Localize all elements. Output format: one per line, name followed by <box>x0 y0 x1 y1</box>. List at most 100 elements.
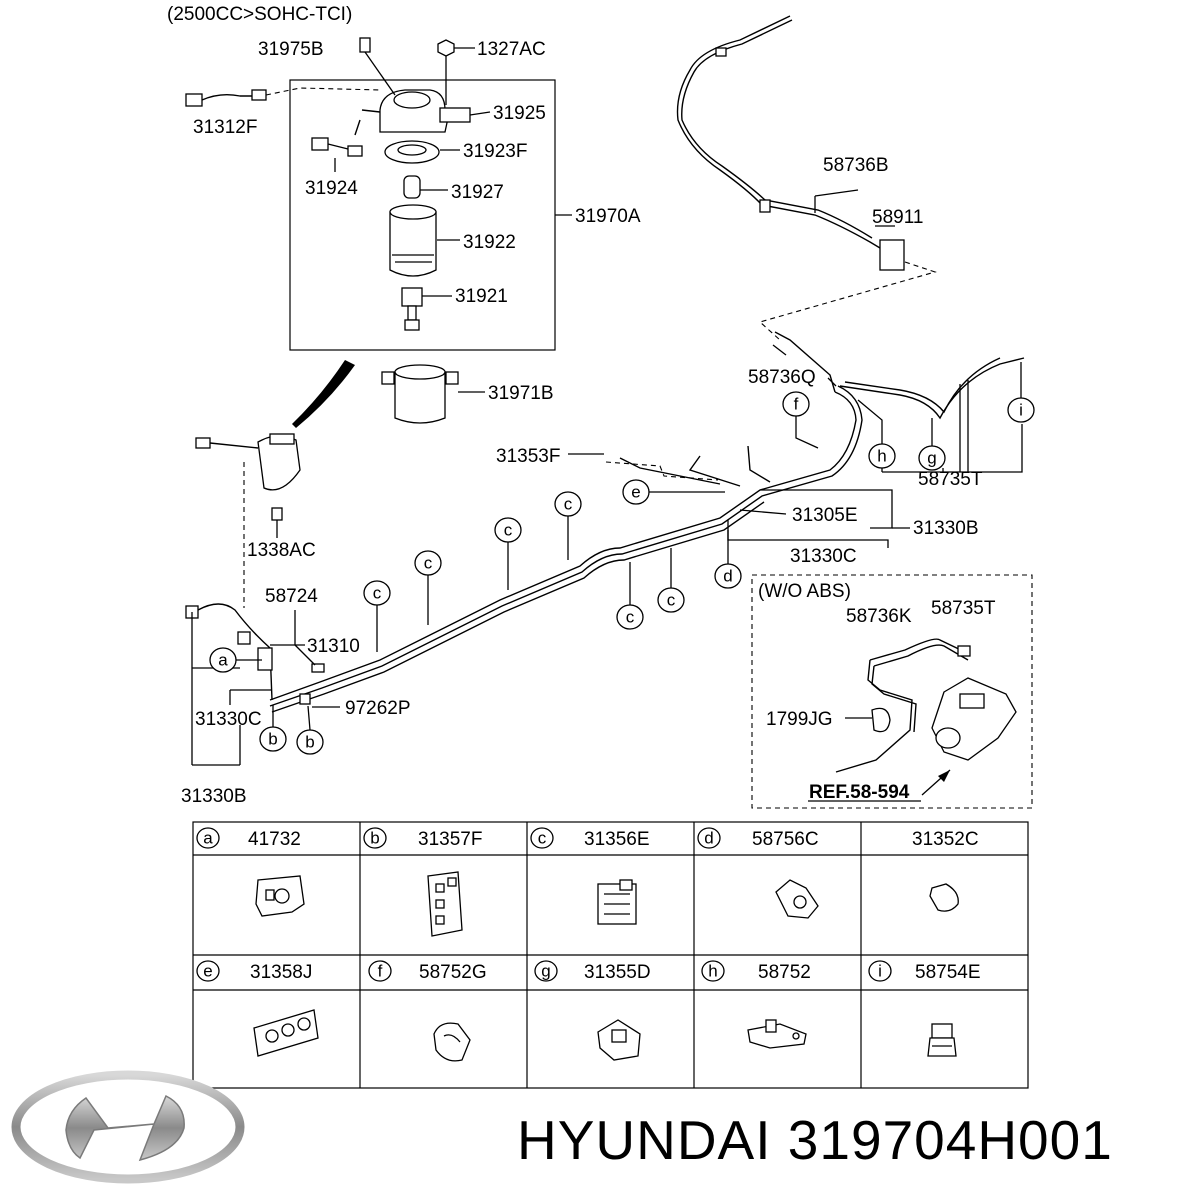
svg-text:c: c <box>667 591 676 610</box>
callout-31975B: 31975B <box>258 39 324 60</box>
sensor-lead-part <box>185 89 267 107</box>
callout-31923F: 31923F <box>463 141 527 162</box>
callout-31353F: 31353F <box>496 446 560 467</box>
callout-31305E: 31305E <box>792 505 858 526</box>
callout-31330B-left: 31330B <box>181 786 247 807</box>
abs-block-part <box>931 677 1017 761</box>
clip-icon-i <box>927 1023 957 1057</box>
hyundai-logo-icon <box>11 1070 245 1184</box>
upper-brake-pipe <box>676 15 905 271</box>
callout-1338AC: 1338AC <box>247 540 316 561</box>
table-cell-b: b 31357F <box>363 827 482 850</box>
seal-ring-part <box>384 140 440 164</box>
callout-58735T-right: 58735T <box>918 469 983 490</box>
svg-text:a: a <box>203 829 213 848</box>
svg-text:c: c <box>538 829 547 848</box>
svg-text:31352C: 31352C <box>912 829 979 850</box>
callout-58724: 58724 <box>265 586 318 607</box>
svg-text:b: b <box>305 733 314 752</box>
svg-text:31357F: 31357F <box>418 829 482 850</box>
clip-icon-f <box>433 1022 471 1062</box>
clip-icon-g <box>597 1019 641 1061</box>
svg-text:e: e <box>203 962 212 981</box>
svg-text:58754E: 58754E <box>915 962 981 983</box>
svg-text:a: a <box>218 651 228 670</box>
svg-text:31356E: 31356E <box>584 829 650 850</box>
callout-1799JG: 1799JG <box>766 709 833 730</box>
callout-31330C-right: 31330C <box>790 546 857 567</box>
table-cell-e: e 31358J <box>196 960 312 983</box>
svg-text:c: c <box>424 554 433 573</box>
clip-icon-h <box>747 1019 807 1049</box>
callout-31312F: 31312F <box>193 117 257 138</box>
svg-text:h: h <box>877 447 886 466</box>
pointer-arrow <box>292 360 355 428</box>
svg-text:f: f <box>794 395 799 414</box>
inset-title: (W/O ABS) <box>758 581 851 602</box>
table-cell-h: h 58752 <box>701 960 811 983</box>
clip-icon-a <box>255 875 305 917</box>
svg-text:b: b <box>268 730 277 749</box>
left-pipe-assembly <box>185 603 325 705</box>
svg-text:i: i <box>1019 401 1023 420</box>
brand-part-number: HYUNDAI 319704H001 <box>517 1109 1113 1171</box>
callout-1327AC: 1327AC <box>477 39 546 60</box>
table-cell-f: f 58752G <box>368 960 487 983</box>
clip-icon-c <box>597 879 637 925</box>
callout-31925: 31925 <box>493 103 546 124</box>
clip-icon-e <box>253 1009 319 1057</box>
svg-text:58752G: 58752G <box>419 962 487 983</box>
bracket-part <box>381 364 459 424</box>
clip-icon-31352C <box>929 883 959 912</box>
table-cell-i: i 58754E <box>868 960 981 983</box>
svg-text:f: f <box>378 962 383 981</box>
callout-31927: 31927 <box>451 182 504 203</box>
nut-part <box>437 39 455 57</box>
table-cell-blank: 31352C <box>912 829 979 850</box>
svg-text:58752: 58752 <box>758 962 811 983</box>
callout-31922: 31922 <box>463 232 516 253</box>
filter-cartridge-part <box>389 204 437 277</box>
callout-31330C-left: 31330C <box>195 709 262 730</box>
bleed-screw-part <box>359 37 396 96</box>
letter-callouts: f h g i e d c c c c c <box>209 362 1035 755</box>
callout-58736B: 58736B <box>823 155 889 176</box>
callout-31970A: 31970A <box>575 206 641 227</box>
callout-58735T-inset: 58735T <box>931 598 996 619</box>
svg-text:g: g <box>541 962 550 981</box>
parts-table <box>192 821 1029 1089</box>
svg-text:41732: 41732 <box>248 829 301 850</box>
clip-icon-d <box>775 879 819 919</box>
main-fuel-lines <box>269 331 1025 713</box>
clip-icon-b <box>427 871 463 937</box>
mounted-filter-part <box>195 433 301 521</box>
drain-plug-part <box>401 287 423 331</box>
svg-text:g: g <box>927 449 936 468</box>
nipple-part <box>403 175 421 199</box>
inset-box <box>751 574 1033 809</box>
svg-text:31355D: 31355D <box>584 962 651 983</box>
callout-31330B-right: 31330B <box>913 518 979 539</box>
callout-58736Q: 58736Q <box>748 367 816 388</box>
svg-text:c: c <box>564 495 573 514</box>
svg-text:58756C: 58756C <box>752 829 819 850</box>
callout-31310: 31310 <box>307 636 360 657</box>
engine-note: (2500CC>SOHC-TCI) <box>167 4 352 25</box>
inset-pipes <box>835 638 971 773</box>
svg-text:31358J: 31358J <box>250 962 312 983</box>
inset-reference: REF.58-594 <box>809 782 910 803</box>
svg-text:c: c <box>626 608 635 627</box>
svg-text:h: h <box>708 962 717 981</box>
callout-97262P: 97262P <box>345 698 411 719</box>
svg-text:i: i <box>878 962 882 981</box>
callout-58911: 58911 <box>872 207 923 228</box>
svg-text:d: d <box>723 567 732 586</box>
svg-text:c: c <box>504 521 513 540</box>
sensor-part <box>311 137 363 157</box>
svg-text:e: e <box>631 483 640 502</box>
table-cell-c: c 31356E <box>530 827 650 850</box>
svg-text:d: d <box>704 829 713 848</box>
filter-head-part <box>354 89 471 136</box>
table-cell-d: d 58756C <box>697 827 819 850</box>
